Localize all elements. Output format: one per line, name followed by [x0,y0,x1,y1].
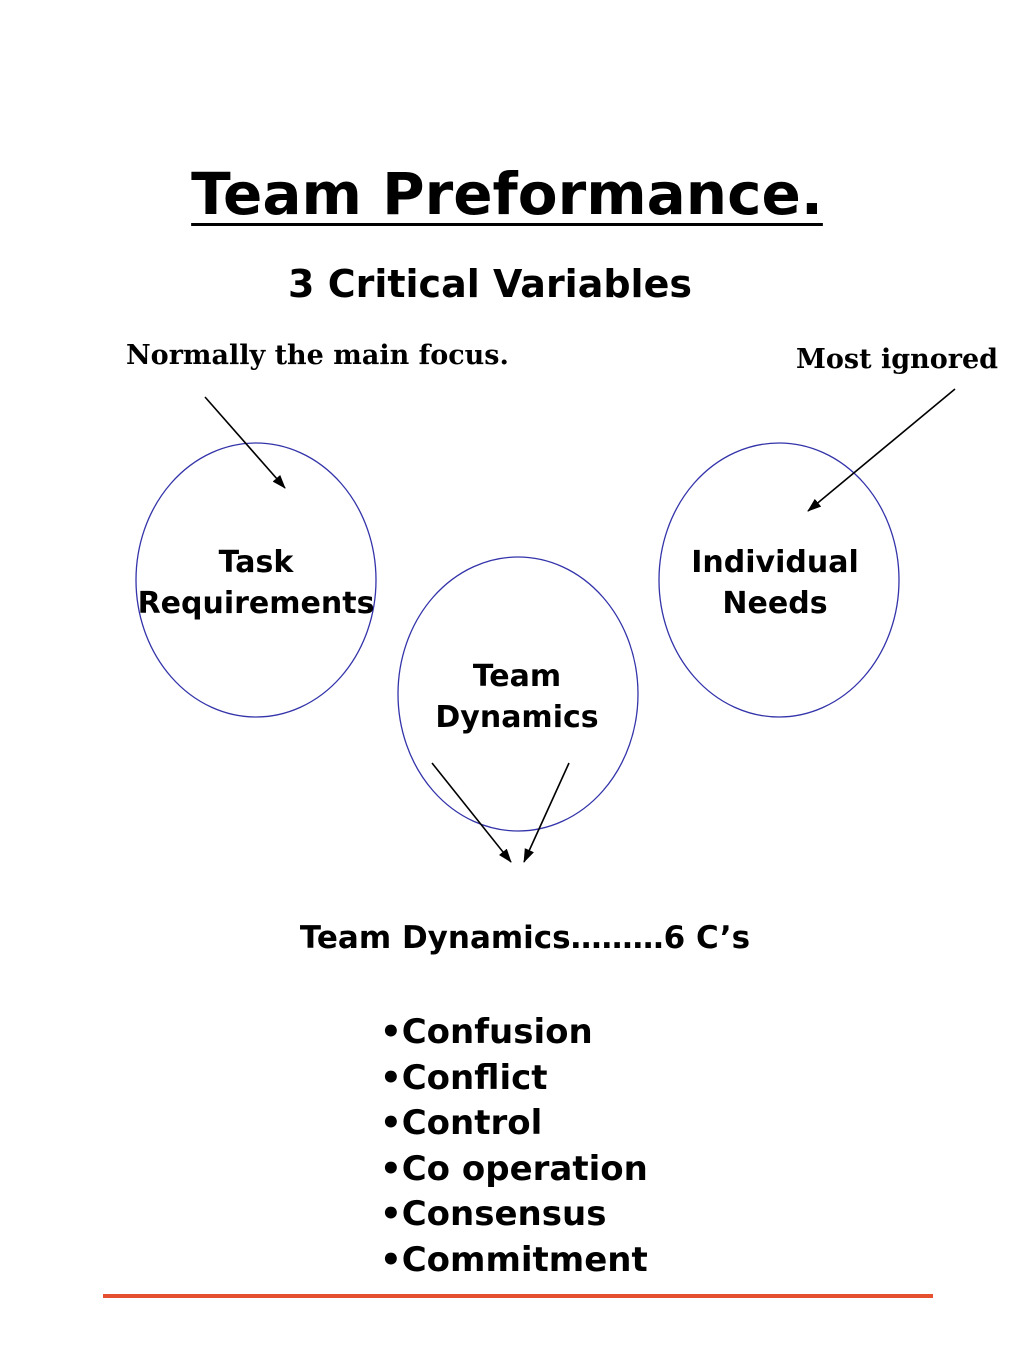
six-cs-heading: Team Dynamics………6 C’s [299,920,751,956]
six-cs-item-conflict: •Conflict [380,1057,548,1098]
footer-rule [103,1294,933,1298]
six-cs-item-commitment: •Commitment [380,1239,648,1280]
six-cs-item-confusion: •Confusion [380,1012,593,1052]
six-cs-item-consensus: •Consensus [380,1194,607,1234]
team-dynamics-circle [397,556,639,832]
individual-needs-line2: Needs [722,586,828,621]
task-requirements-line1: Task [218,545,294,580]
six-cs-list: •Confusion •Conflict •Control •Co operat… [380,1010,648,1283]
task-requirements-label: Task Requirements [136,542,376,624]
annotation-most-ignored: Most ignored [796,344,999,375]
team-dynamics-label: Team Dynamics [397,656,637,738]
page-subtitle: 3 Critical Variables [288,262,692,306]
task-requirements-line2: Requirements [137,586,375,621]
annotation-main-focus: Normally the main focus. [126,340,509,371]
individual-needs-line1: Individual [691,545,859,580]
main-focus-arrow [204,396,286,489]
individual-needs-label: Individual Needs [655,542,895,624]
task-requirements-circle [135,442,377,718]
six-cs-item-control: •Control [380,1103,543,1143]
page-title: Team Preformance. [191,160,823,228]
team-dynamics-arrow-right [523,762,570,863]
six-cs-item-cooperation: •Co operation [380,1148,648,1189]
most-ignored-arrow [807,388,956,512]
individual-needs-circle [658,442,900,718]
team-dynamics-line1: Team [472,659,562,694]
team-dynamics-arrow-left [431,762,512,863]
team-dynamics-line2: Dynamics [435,700,599,735]
